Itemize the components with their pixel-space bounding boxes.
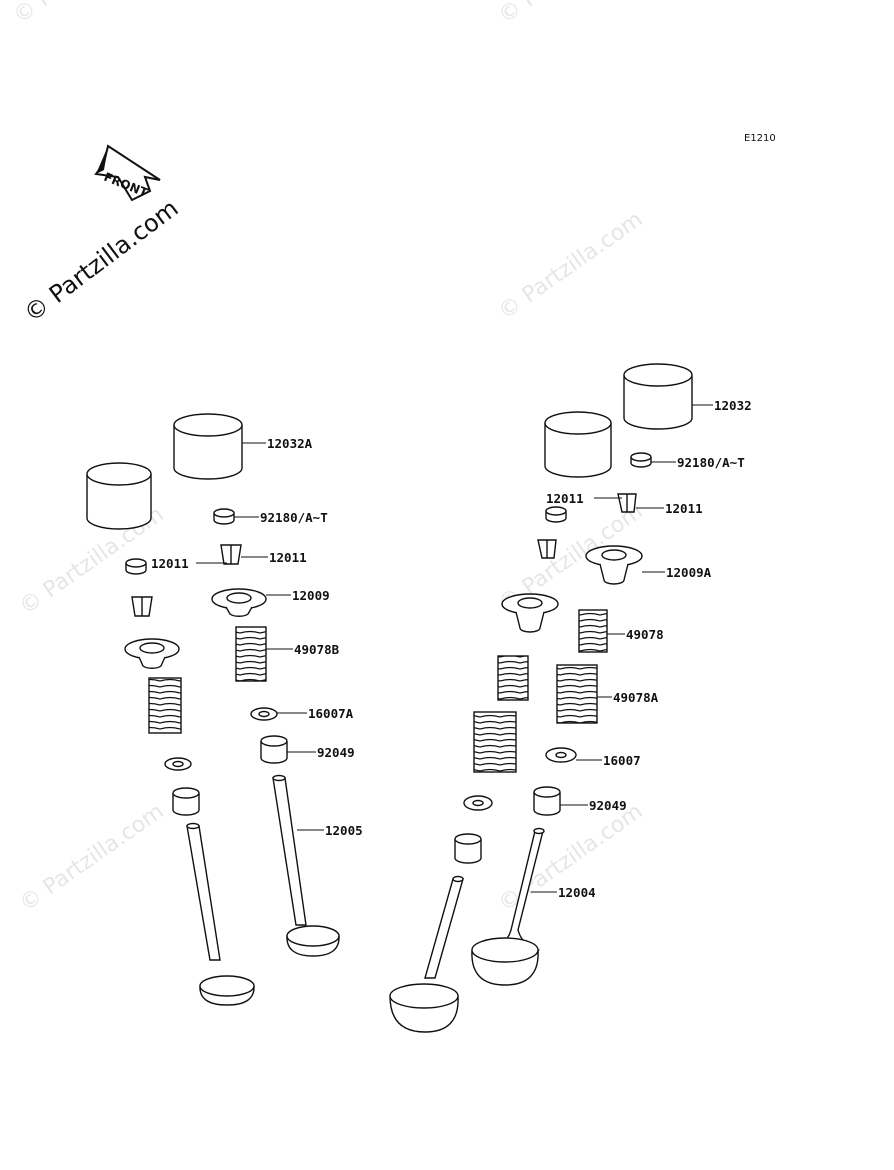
label-shim-intake: 92180/A~T (260, 510, 328, 525)
seat-intake-right (250, 707, 278, 721)
label-keeper-exhaust-right: 12011 (665, 501, 703, 516)
label-tappet-exhaust: 12032 (714, 398, 752, 413)
label-retainer-exhaust: 12009A (666, 565, 712, 580)
spring-intake-left (148, 677, 182, 734)
seat-exhaust-left (463, 795, 493, 811)
tappet-intake-rear (173, 413, 243, 480)
shim-exhaust (630, 452, 652, 468)
label-spring-outer-exhaust: 49078A (613, 690, 659, 705)
keeper-exhaust-left (537, 539, 557, 559)
label-valve-exhaust: 12004 (558, 885, 596, 900)
seal-intake-left (172, 787, 200, 816)
label-keeper-intake-left: 12011 (151, 556, 189, 571)
retainer-intake-left (124, 638, 180, 669)
valve-intake-right (272, 774, 340, 957)
valve-exhaust-right (471, 827, 545, 986)
label-shim-exhaust: 92180/A~T (677, 455, 745, 470)
label-seal-intake: 92049 (317, 745, 355, 760)
front-arrow-icon: FRONT (94, 144, 161, 202)
label-seat-exhaust: 16007 (603, 753, 641, 768)
diagram-code: E1210 (744, 133, 776, 144)
valve-intake-left (186, 822, 255, 1006)
seal-exhaust-left (454, 833, 482, 864)
seal-exhaust-right (533, 786, 561, 816)
shim-exhaust-2 (545, 506, 567, 523)
spring-inner-exhaust-left (497, 655, 529, 701)
label-spring-inner-exhaust: 49078 (626, 627, 664, 642)
retainer-intake-right (211, 588, 267, 617)
tappet-intake-front (86, 462, 152, 530)
spring-outer-exhaust-right (556, 664, 598, 724)
spring-intake-right (235, 626, 267, 682)
watermark-top-right: © Partzilla.com (494, 0, 647, 29)
copyright-watermark: © Partzilla.com (19, 194, 184, 328)
watermark-top-left: © Partzilla.com (9, 0, 162, 29)
keeper-intake-left (131, 596, 153, 617)
label-keeper-exhaust-left: 12011 (546, 491, 584, 506)
label-retainer-intake: 12009 (292, 588, 330, 603)
label-valve-intake: 12005 (325, 823, 363, 838)
shim-intake (213, 508, 235, 525)
tappet-exhaust-front (544, 411, 612, 478)
keeper-intake-right (220, 544, 242, 565)
label-seal-exhaust: 92049 (589, 798, 627, 813)
spring-outer-exhaust-left (473, 711, 517, 773)
seat-intake-left (164, 757, 192, 771)
label-tappet-intake: 12032A (267, 436, 313, 451)
watermark-mid-right: © Partzilla.com (494, 207, 647, 325)
tappet-exhaust-rear (623, 363, 693, 430)
seat-exhaust-right (545, 747, 577, 763)
watermark-low-left: © Partzilla.com (15, 799, 168, 917)
seal-intake-right (260, 735, 288, 764)
label-seat-intake: 16007A (308, 706, 354, 721)
keeper-exhaust-right (617, 493, 637, 513)
label-keeper-intake: 12011 (269, 550, 307, 565)
spring-inner-exhaust-right (578, 609, 608, 653)
shim-intake-2 (125, 558, 147, 575)
retainer-exhaust-left (501, 593, 559, 633)
label-spring-intake: 49078B (294, 642, 340, 657)
valve-exhaust-left (389, 875, 464, 1033)
retainer-exhaust-right (585, 545, 643, 585)
